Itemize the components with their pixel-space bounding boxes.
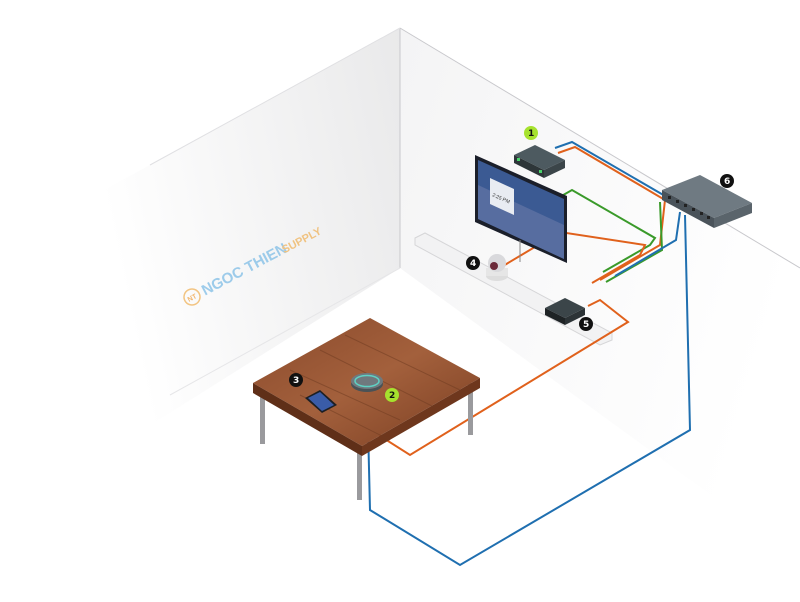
wall-top-edge-left [149, 27, 401, 166]
badge-1: 1 [524, 126, 538, 140]
network-box [545, 298, 585, 325]
svg-text:1: 1 [528, 129, 534, 139]
svg-text:6: 6 [724, 177, 730, 187]
network-switch [662, 175, 752, 228]
touch-controller [305, 390, 337, 413]
ptz-camera [486, 254, 508, 281]
wall-display: 2:25 PM [475, 155, 567, 263]
svg-text:2: 2 [389, 391, 395, 401]
svg-text:3: 3 [293, 376, 299, 386]
badge-2: 2 [385, 388, 399, 402]
blue-cable-host [554, 140, 673, 201]
speakerphone [351, 373, 383, 392]
left-wall [95, 28, 400, 460]
host-pc [514, 145, 565, 178]
badge-5: 5 [579, 317, 593, 331]
floor-edge [169, 267, 401, 396]
green-cable-display [557, 188, 657, 273]
svg-text:5: 5 [583, 320, 589, 330]
svg-text:4: 4 [470, 259, 476, 269]
blue-cable-switch [614, 211, 681, 277]
table [253, 318, 480, 500]
badge-3: 3 [289, 373, 303, 387]
wall-top-edge [399, 27, 800, 269]
svg-text:NT: NT [187, 293, 199, 304]
blue-cable-speaker [366, 214, 692, 567]
badge-4: 4 [466, 256, 480, 270]
badge-6: 6 [720, 174, 734, 188]
right-wall [400, 28, 800, 560]
